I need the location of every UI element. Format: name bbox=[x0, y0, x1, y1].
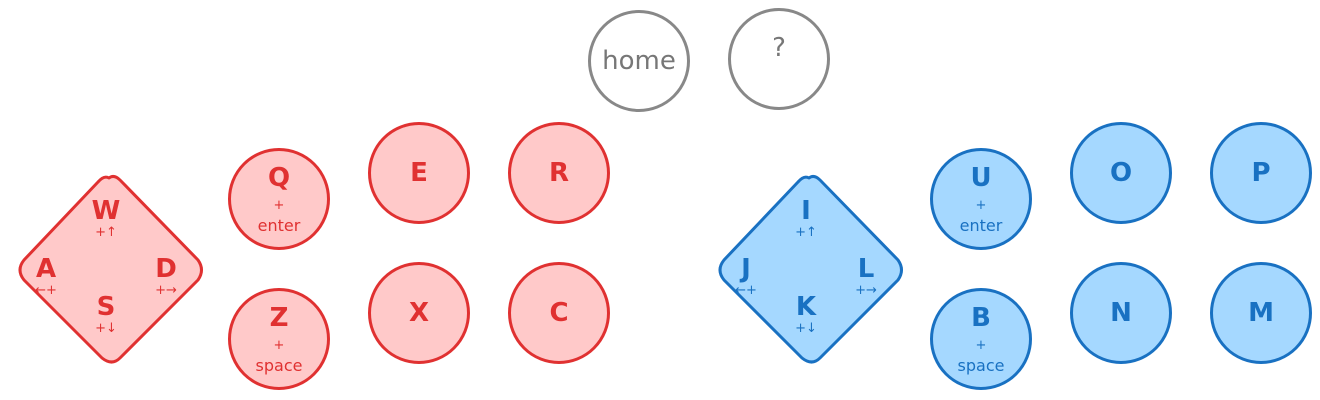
p1-button-q-plus: + bbox=[273, 197, 285, 213]
p2-dpad-up[interactable]: I +↑ bbox=[786, 198, 826, 239]
p1-button-c[interactable]: C bbox=[508, 262, 610, 364]
p2-button-u-sub: enter bbox=[959, 215, 1003, 235]
p1-dpad-right[interactable]: D +→ bbox=[146, 256, 186, 297]
p1-dpad-right-key: D bbox=[155, 254, 177, 284]
p1-button-q-sub: enter bbox=[257, 215, 301, 235]
p1-dpad-down-hint: +↓ bbox=[95, 321, 117, 336]
p2-dpad-right-hint: +→ bbox=[855, 283, 877, 298]
p2-button-o[interactable]: O bbox=[1070, 122, 1172, 224]
p1-button-z-plus: + bbox=[273, 337, 285, 353]
p1-button-c-key: C bbox=[549, 298, 569, 328]
p1-button-r[interactable]: R bbox=[508, 122, 610, 224]
p2-dpad-left[interactable]: J ←+ bbox=[726, 256, 766, 297]
p1-button-x-key: X bbox=[408, 298, 430, 328]
p2-dpad-up-key: I bbox=[801, 196, 811, 226]
home-button-label: home bbox=[602, 46, 676, 76]
p1-dpad-left[interactable]: A ←+ bbox=[26, 256, 66, 297]
p2-button-n-key: N bbox=[1110, 298, 1132, 328]
p2-button-b-sub: space bbox=[957, 355, 1005, 375]
p1-button-e-key: E bbox=[410, 158, 428, 188]
p1-button-q-key: Q bbox=[267, 162, 291, 193]
p1-button-x[interactable]: X bbox=[368, 262, 470, 364]
p2-dpad-down[interactable]: K +↓ bbox=[786, 294, 826, 335]
p1-button-z[interactable]: Z + space bbox=[228, 288, 330, 390]
help-button[interactable]: ? bbox=[728, 8, 830, 110]
p1-button-q[interactable]: Q + enter bbox=[228, 148, 330, 250]
p2-dpad-down-hint: +↓ bbox=[795, 321, 817, 336]
p1-button-e[interactable]: E bbox=[368, 122, 470, 224]
p1-dpad[interactable]: W +↑ A ←+ D +→ S +↓ bbox=[14, 160, 204, 400]
p2-button-n[interactable]: N bbox=[1070, 262, 1172, 364]
home-button[interactable]: home bbox=[588, 10, 690, 112]
p2-dpad-left-key: J bbox=[741, 254, 751, 284]
help-button-label: ? bbox=[772, 33, 786, 63]
p2-button-u-key: U bbox=[970, 162, 992, 193]
p2-button-u-plus: + bbox=[975, 197, 987, 213]
p1-dpad-up-hint: +↑ bbox=[95, 225, 117, 240]
p1-dpad-right-hint: +→ bbox=[155, 283, 177, 298]
p2-button-b-plus: + bbox=[975, 337, 987, 353]
p2-dpad-up-hint: +↑ bbox=[795, 225, 817, 240]
p2-button-p[interactable]: P bbox=[1210, 122, 1312, 224]
p1-dpad-left-key: A bbox=[35, 254, 57, 284]
p2-dpad-right-key: L bbox=[857, 254, 875, 284]
p1-dpad-up[interactable]: W +↑ bbox=[86, 198, 126, 239]
p2-dpad-shape bbox=[718, 174, 903, 364]
p2-button-u[interactable]: U + enter bbox=[930, 148, 1032, 250]
p1-dpad-shape bbox=[18, 174, 203, 364]
p1-dpad-left-hint: ←+ bbox=[35, 283, 57, 298]
p2-button-b[interactable]: B + space bbox=[930, 288, 1032, 390]
p1-button-z-key: Z bbox=[269, 302, 289, 333]
p2-button-p-key: P bbox=[1251, 158, 1271, 188]
p2-dpad-right[interactable]: L +→ bbox=[846, 256, 886, 297]
p2-button-o-key: O bbox=[1109, 158, 1133, 188]
p2-button-b-key: B bbox=[971, 302, 991, 333]
p2-dpad[interactable]: I +↑ J ←+ L +→ K +↓ bbox=[714, 160, 904, 400]
p1-button-r-key: R bbox=[548, 158, 570, 188]
p1-dpad-down[interactable]: S +↓ bbox=[86, 294, 126, 335]
p2-button-m[interactable]: M bbox=[1210, 262, 1312, 364]
p2-dpad-left-hint: ←+ bbox=[735, 283, 757, 298]
p2-dpad-down-key: K bbox=[795, 292, 817, 322]
p1-dpad-up-key: W bbox=[91, 196, 121, 226]
p1-button-z-sub: space bbox=[255, 355, 303, 375]
p1-dpad-down-key: S bbox=[96, 292, 116, 322]
p2-button-m-key: M bbox=[1248, 298, 1274, 328]
